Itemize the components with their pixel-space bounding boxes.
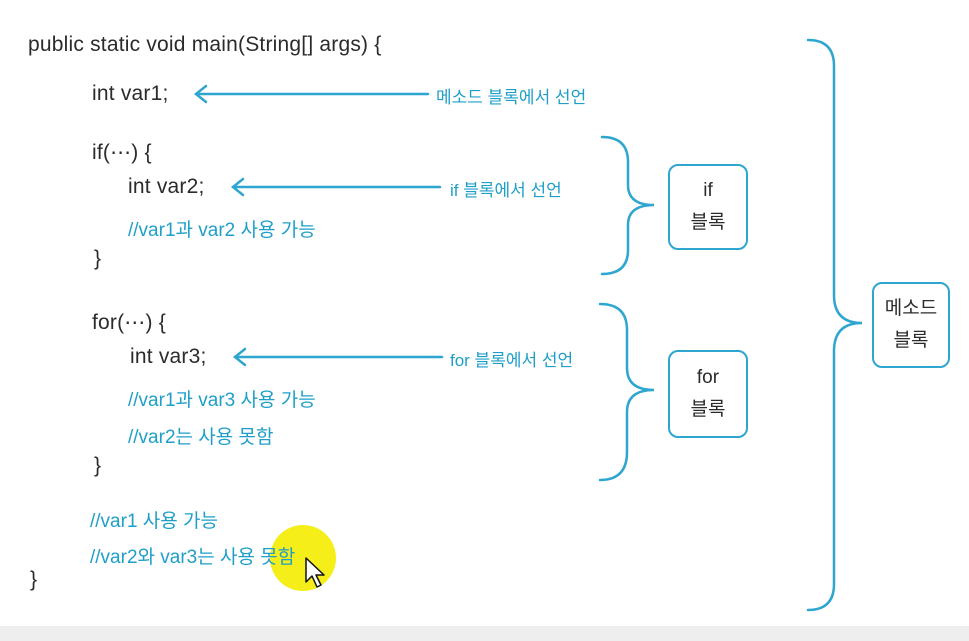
arrow-var1-head [193,84,208,104]
bottom-strip [0,626,969,641]
method-brace [806,38,863,612]
main-comment-2: //var2와 var3는 사용 못함 [90,547,296,568]
if-statement: if(⋯) { [92,141,152,164]
arrow-var2-head [230,177,245,197]
var1-declaration: int var1; [92,82,169,105]
for-comment-2: //var2는 사용 못함 [128,427,274,448]
for-brace [598,302,655,482]
for-decl-note: for 블록에서 선언 [450,351,574,370]
main-signature: public static void main(String[] args) { [28,33,382,56]
if-block-label-1: if [703,180,713,201]
for-statement: for(⋯) { [92,311,166,334]
for-block-box: for 블록 [668,350,748,438]
main-comment-1: //var1 사용 가능 [90,511,218,532]
method-block-label-1: 메소드 [884,298,938,319]
for-block-label-1: for [696,367,720,388]
if-block-box: if 블록 [668,164,748,250]
for-close-brace: } [94,454,102,477]
if-decl-note: if 블록에서 선언 [450,181,562,200]
if-brace [600,135,655,276]
if-comment-1: //var1과 var2 사용 가능 [128,220,316,241]
for-comment-1: //var1과 var3 사용 가능 [128,390,316,411]
main-close-brace: } [30,568,38,591]
method-block-box: 메소드 블록 [872,282,950,368]
method-block-label-2: 블록 [893,330,929,351]
if-block-label-2: 블록 [690,212,726,233]
method-decl-note: 메소드 블록에서 선언 [436,88,587,107]
arrow-var3-head [232,347,247,367]
var2-declaration: int var2; [128,175,205,198]
var3-declaration: int var3; [130,345,207,368]
mouse-pointer-icon [305,557,325,588]
if-close-brace: } [94,247,102,270]
for-block-label-2: 블록 [690,399,726,420]
